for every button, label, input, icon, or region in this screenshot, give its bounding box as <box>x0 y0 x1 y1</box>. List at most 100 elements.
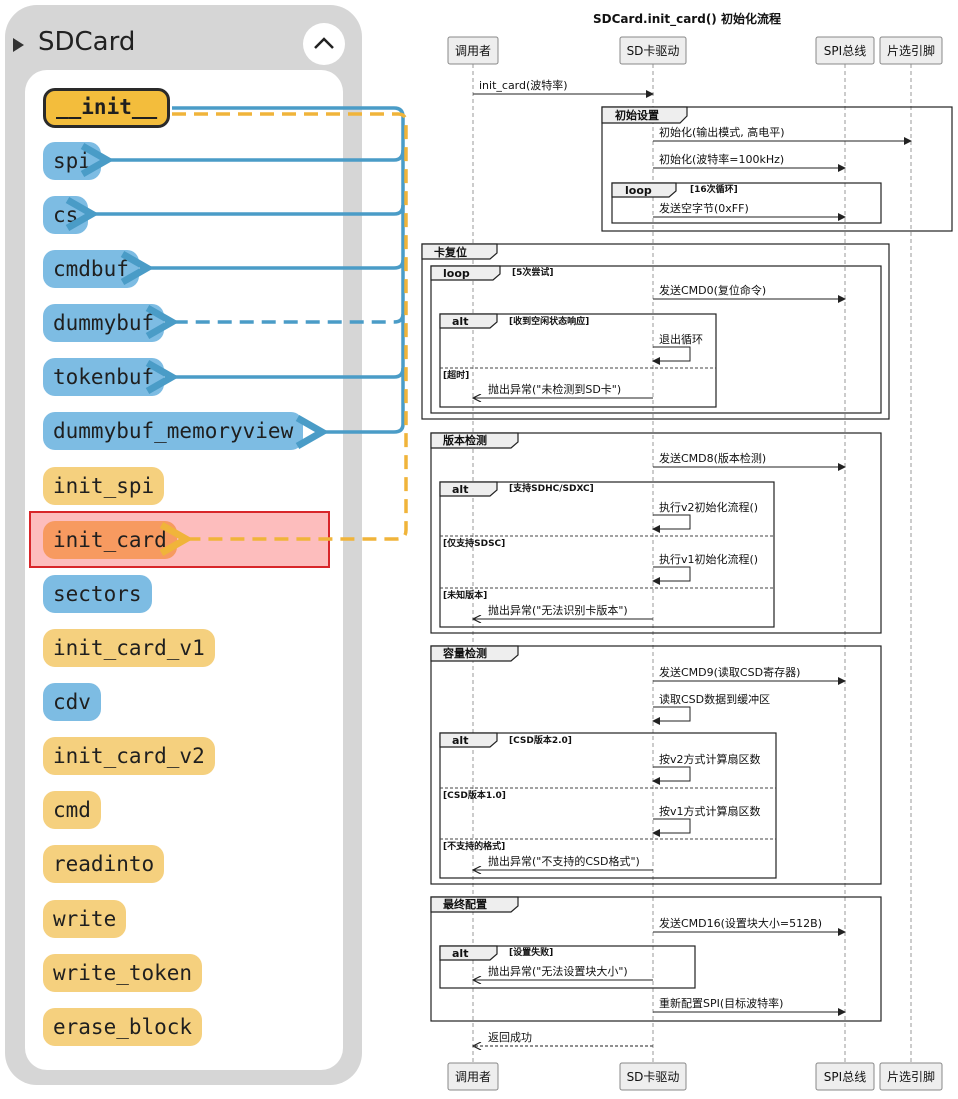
frame-label: 版本检测 <box>443 433 487 447</box>
arrow-to-spi <box>107 150 405 160</box>
member-sectors[interactable]: sectors <box>43 575 152 613</box>
frame-tab <box>430 432 519 449</box>
member-dummybuf-memoryview[interactable]: dummybuf_memoryview <box>43 412 304 450</box>
participant-label: SPI总线 <box>824 44 866 58</box>
frame-label: alt <box>452 483 468 496</box>
member-init-card-v1[interactable]: init_card_v1 <box>43 629 215 667</box>
frame-label: 卡复位 <box>434 245 467 259</box>
frame-tab <box>439 945 498 961</box>
participant-label: 调用者 <box>455 1070 491 1084</box>
self-message-arrow <box>652 818 691 837</box>
message-label: 抛出异常("不支持的CSD格式") <box>488 854 640 868</box>
frame-alt-idle <box>439 313 717 408</box>
self-message-arrow <box>652 346 691 365</box>
class-title: SDCard <box>38 27 136 57</box>
frame-version-check <box>430 432 882 634</box>
frame-loop-5 <box>430 265 882 414</box>
frame-tab <box>421 243 498 260</box>
frame-final-config <box>430 896 882 1022</box>
frame-loop-16 <box>611 182 882 224</box>
participant-label: 调用者 <box>455 44 491 58</box>
frame-tab <box>611 182 677 198</box>
participant-label: SD卡驱动 <box>627 1070 680 1084</box>
message-label: 发送CMD16(设置块大小=512B) <box>659 916 822 930</box>
frame-condition: [收到空闲状态响应] <box>509 315 589 327</box>
participant-cs-top <box>879 36 943 65</box>
frame-label: alt <box>452 315 468 328</box>
frame-label: 初始设置 <box>615 108 659 122</box>
message-label: 抛出异常("无法设置块大小") <box>488 964 628 978</box>
frame-tab <box>430 645 519 662</box>
collapse-button[interactable] <box>303 23 345 65</box>
message-label: 抛出异常("无法识别卡版本") <box>488 603 628 617</box>
message-label: 发送空字节(0xFF) <box>659 201 749 215</box>
message-label: 按v1方式计算扇区数 <box>659 804 761 818</box>
member-cdv[interactable]: cdv <box>43 683 101 721</box>
participant-spi-top <box>815 36 875 65</box>
message-label: 发送CMD0(复位命令) <box>659 283 766 297</box>
participant-driver-bottom <box>619 1062 687 1091</box>
frame-else-condition: [仅支持SDSC] <box>443 537 505 549</box>
member-dummybuf[interactable]: dummybuf <box>43 304 165 342</box>
message-label: 执行v1初始化流程() <box>659 552 758 566</box>
chevron-up-icon <box>314 37 334 49</box>
frame-alt-version <box>439 481 775 628</box>
message-label: 发送CMD8(版本检测) <box>659 451 766 465</box>
member-init-card[interactable]: init_card <box>43 521 177 559</box>
member-init-spi[interactable]: init_spi <box>43 467 165 505</box>
member-write-token[interactable]: write_token <box>43 954 203 992</box>
message-label: 读取CSD数据到缓冲区 <box>659 692 770 706</box>
frame-label: 最终配置 <box>443 897 487 911</box>
message-label: 返回成功 <box>488 1031 532 1044</box>
member-readinto[interactable]: readinto <box>43 845 165 883</box>
participant-label: 片选引脚 <box>887 43 935 58</box>
participant-driver-top <box>619 36 687 65</box>
expand-triangle-icon[interactable] <box>13 38 24 52</box>
member-init-card-v2[interactable]: init_card_v2 <box>43 737 215 775</box>
frame-label: 容量检测 <box>442 646 487 660</box>
message-label: 初始化(波特率=100kHz) <box>659 152 784 166</box>
message-label: 重新配置SPI(目标波特率) <box>659 996 783 1010</box>
message-label: 发送CMD9(读取CSD寄存器) <box>659 665 800 679</box>
arrow-to-cmdbuf <box>147 260 405 268</box>
message-label: init_card(波特率) <box>479 78 568 92</box>
arrow-to-init-card <box>172 112 408 539</box>
member-relation-arrows <box>0 106 408 600</box>
arrow-to-dummybuf-memoryview <box>172 106 405 432</box>
arrow-to-cs <box>92 205 405 214</box>
arrow-to-dummybuf <box>172 314 405 322</box>
participant-label: 片选引脚 <box>887 1069 935 1084</box>
frame-condition: [CSD版本2.0] <box>509 734 572 746</box>
frame-tab <box>439 313 498 329</box>
arrow-to-tokenbuf <box>172 368 405 377</box>
message-label: 执行v2初始化流程() <box>659 500 758 514</box>
frame-capacity-check <box>430 645 882 885</box>
frame-label: loop <box>625 184 652 197</box>
participant-cs-bottom <box>879 1062 943 1091</box>
frame-alt-blocksize <box>439 945 696 989</box>
diagram-title: SDCard.init_card() 初始化流程 <box>593 11 781 27</box>
frame-card-reset <box>421 243 890 420</box>
frame-init-setup <box>601 106 953 232</box>
frame-label: alt <box>452 734 468 747</box>
message-label: 退出循环 <box>659 332 703 346</box>
member-cmd[interactable]: cmd <box>43 791 101 829</box>
frame-label: loop <box>443 267 470 280</box>
self-message-arrow <box>652 566 691 585</box>
participant-caller-top <box>447 36 499 65</box>
member-tokenbuf[interactable]: tokenbuf <box>43 358 165 396</box>
message-label: 按v2方式计算扇区数 <box>659 752 761 766</box>
frame-condition: [支持SDHC/SDXC] <box>509 482 594 494</box>
frame-else-condition: [CSD版本1.0] <box>443 789 506 801</box>
frame-condition: [5次尝试] <box>512 266 554 278</box>
frame-else-condition: [不支持的格式] <box>443 840 505 852</box>
frame-else-condition: [未知版本] <box>443 589 487 601</box>
frame-tab <box>430 896 519 913</box>
message-label: 初始化(输出模式, 高电平) <box>659 125 785 139</box>
member-init[interactable]: __init__ <box>43 88 171 128</box>
member-write[interactable]: write <box>43 900 127 938</box>
member-erase-block[interactable]: erase_block <box>43 1008 203 1046</box>
frame-tab <box>439 732 498 748</box>
frame-condition: [设置失败] <box>509 946 553 958</box>
